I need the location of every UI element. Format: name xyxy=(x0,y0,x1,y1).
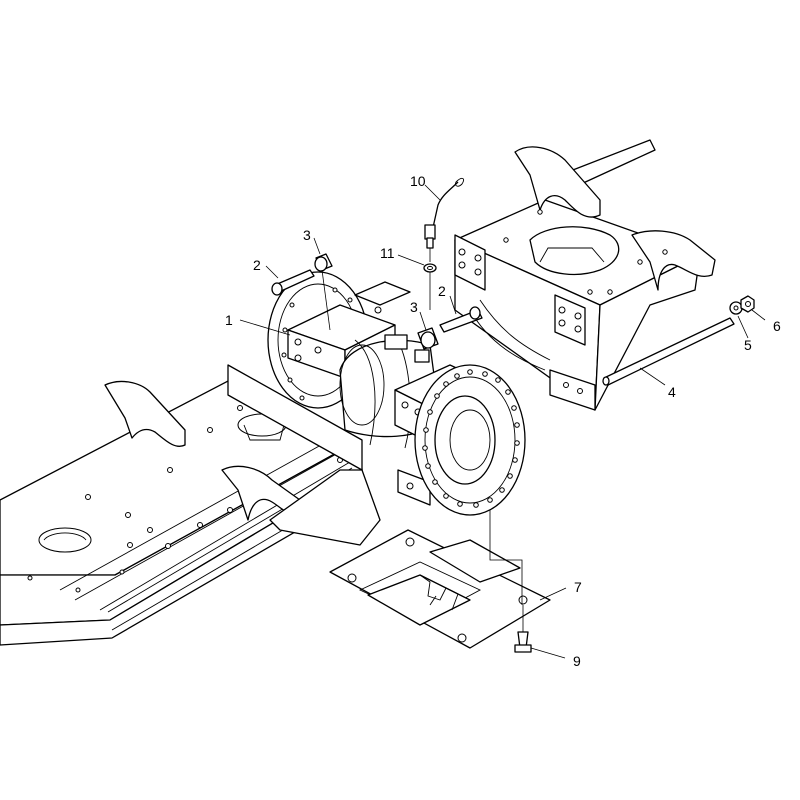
callout-11: 11 xyxy=(380,245,395,261)
washer xyxy=(423,263,437,273)
callout-3-left: 3 xyxy=(303,227,311,243)
callout-3-right: 3 xyxy=(410,299,418,315)
callout-6: 6 xyxy=(773,318,781,334)
upper-frame-bracket xyxy=(454,146,716,411)
bushing-left xyxy=(314,253,333,272)
leader-lines xyxy=(239,184,766,659)
tie-rod-washer xyxy=(729,301,743,315)
callout-9: 9 xyxy=(573,653,581,669)
tie-rod xyxy=(602,317,735,386)
callout-labels: 1 2 3 10 11 3 2 4 5 6 7 9 xyxy=(225,173,781,669)
bolt-left xyxy=(271,269,315,296)
callout-10: 10 xyxy=(410,173,426,189)
callout-1: 1 xyxy=(225,312,233,328)
swing-motor-right xyxy=(394,364,526,516)
bolt-right xyxy=(439,306,483,333)
callout-7: 7 xyxy=(574,579,582,595)
callout-2-left: 2 xyxy=(253,257,261,273)
lower-chassis-frame xyxy=(0,364,381,646)
tie-rod-nut xyxy=(740,295,755,313)
callout-2-right: 2 xyxy=(438,283,446,299)
bushing-right xyxy=(417,327,439,350)
callout-4: 4 xyxy=(668,384,676,400)
cover-screw xyxy=(514,631,532,653)
callout-5: 5 xyxy=(744,337,752,353)
cover-plate xyxy=(329,529,551,649)
flange-bolt-holes xyxy=(422,369,520,508)
